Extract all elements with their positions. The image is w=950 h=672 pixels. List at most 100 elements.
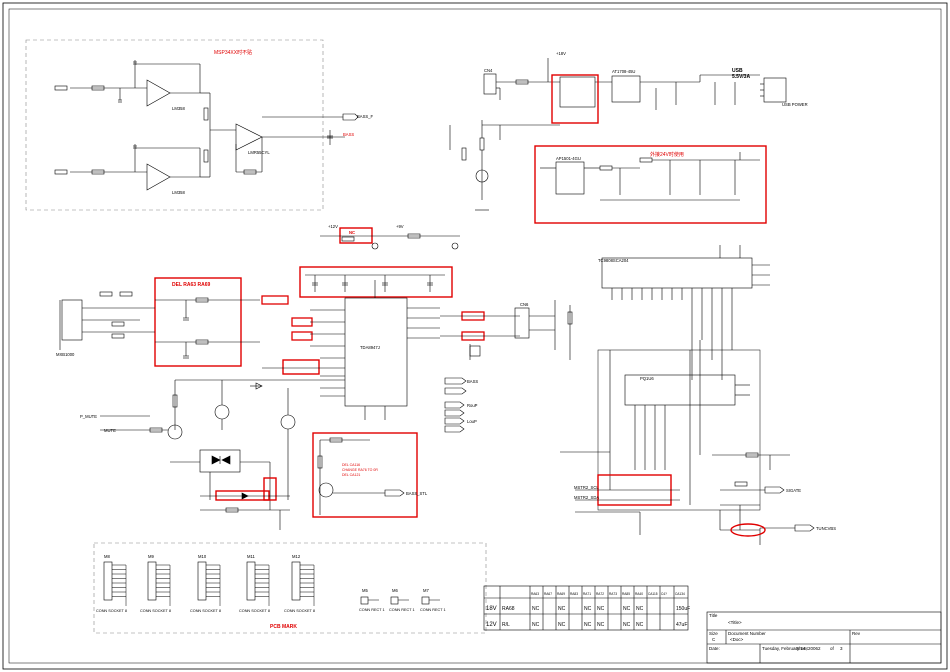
table-cell: NC [623, 606, 631, 612]
socket-body [147, 561, 157, 601]
table-header: C4? [661, 592, 667, 596]
mstr2-sda: MSTR2_SDA [574, 495, 599, 500]
opamp-upper [54, 60, 201, 107]
u9-area [597, 349, 761, 511]
mstr2-scl: MSTR2_SCL [574, 485, 599, 490]
socket-ref: M11 [247, 554, 256, 559]
table-header: RA63 [531, 592, 539, 596]
pcb-dashed-block [93, 542, 487, 634]
socket-body [197, 561, 207, 601]
del-highlight [154, 277, 242, 367]
hl-r1 [261, 295, 289, 305]
ext24-circuit [540, 152, 760, 201]
table-header: CA115 [648, 592, 658, 596]
table-cell: NC [558, 606, 566, 612]
opamp-lower [54, 144, 201, 191]
del-ca121: DEL CA121 [342, 473, 360, 477]
mxb-label: MXB1000 [56, 352, 75, 357]
lm358-lower: LM358 [172, 190, 185, 195]
hl-ellipse [730, 523, 766, 537]
u7-pins [611, 245, 770, 380]
power-9v: +9V [396, 224, 404, 229]
table-header: RA71 [583, 592, 591, 596]
msp-dashed-block [25, 39, 324, 211]
ap-reg-label: AP1501-4GU [556, 156, 581, 161]
table-cell: NC [584, 622, 592, 628]
msp-note: MSP34XX时不贴 [214, 49, 252, 56]
socket-ref: M12 [292, 554, 301, 559]
opamp-summing [200, 92, 359, 178]
socket-name: CONN SOCKET 8 [190, 609, 221, 613]
title-label: Title [709, 613, 718, 618]
socket-body [103, 561, 113, 601]
lmr-label: LMR55CYL [248, 150, 270, 155]
table-header: CA134 [675, 592, 685, 596]
usb-reg-highlight [551, 74, 599, 124]
rect-name: CONN RECT 1 [389, 608, 415, 612]
u9-chip [624, 374, 736, 406]
table-header: RA72 [596, 592, 604, 596]
socket-name: CONN SOCKET 8 [284, 609, 315, 613]
input-stage [59, 291, 260, 359]
change-highlight [312, 432, 418, 518]
bottom-left-wiring [200, 492, 290, 530]
arrow-lout: LouP [467, 419, 477, 424]
arrow-bass-plus: BASS [467, 379, 478, 384]
socket-ref: M8 [104, 554, 110, 559]
net-bass: BASS [343, 132, 354, 137]
u6-pins [310, 280, 440, 420]
right-wiring [712, 452, 815, 545]
sheet-label: Sheet [796, 646, 808, 651]
of-value: 3 [840, 646, 843, 651]
date-label: Date: [709, 646, 720, 651]
usb-reg-label: AT1708-45U [612, 69, 635, 74]
mstr-wiring [560, 451, 680, 535]
title-value: <Title> [728, 620, 742, 625]
pcb-mark: PCB MARK [270, 624, 297, 630]
u9-pins [609, 340, 750, 505]
cn6-label: CN6 [520, 302, 529, 307]
table-cell: NC [623, 622, 631, 628]
caps-highlight [299, 266, 453, 298]
diode-bridge [170, 449, 271, 510]
power-18v-top: +18V [556, 51, 566, 56]
lm358-upper: LM358 [172, 106, 185, 111]
output-wiring [440, 300, 573, 360]
arrow-rout: RouP [467, 403, 478, 408]
title-block [706, 611, 942, 664]
u9-label: PQ1U6 [640, 376, 654, 381]
hl-resistor [263, 477, 277, 501]
option-table [483, 585, 689, 631]
p-mute-label: P_MUTE [80, 414, 97, 419]
power-12v: +12V [328, 224, 338, 229]
bass-stl-label: BASS_STL [406, 491, 428, 496]
u7-label: TC9808SCA204 [598, 258, 629, 263]
socket-body [291, 561, 301, 601]
table-cell: 150uF [676, 606, 690, 612]
tuner-label: TUNCVBS [816, 526, 836, 531]
size-value: C [712, 637, 716, 642]
doc-label: Document Number [728, 631, 766, 636]
ext24-note: 外接24V时使用 [650, 151, 684, 158]
socket-name: CONN SOCKET 8 [140, 609, 171, 613]
table-row2-part: R/L [502, 622, 510, 628]
table-cell: NC [532, 622, 540, 628]
socket-body [246, 561, 256, 601]
usb-note: USB [732, 68, 743, 74]
del-note: DEL RA63 RA69 [172, 282, 210, 288]
table-cell: NC [597, 622, 605, 628]
table-header: RA40 [635, 592, 643, 596]
table-header: RA69 [557, 592, 565, 596]
change-ra76: CHANGE RA76 TO 0R [342, 468, 378, 472]
rect-ref: M6 [392, 588, 398, 593]
rect-body [421, 596, 430, 605]
table-cell: 47uF [676, 622, 687, 628]
socket-ref: M9 [148, 554, 154, 559]
left-switch-circuit [449, 120, 560, 211]
size-label: Size [709, 631, 718, 636]
u6-label: TDA8947J [360, 345, 380, 350]
hl-ca112 [282, 359, 320, 375]
of-label: of [830, 646, 834, 651]
